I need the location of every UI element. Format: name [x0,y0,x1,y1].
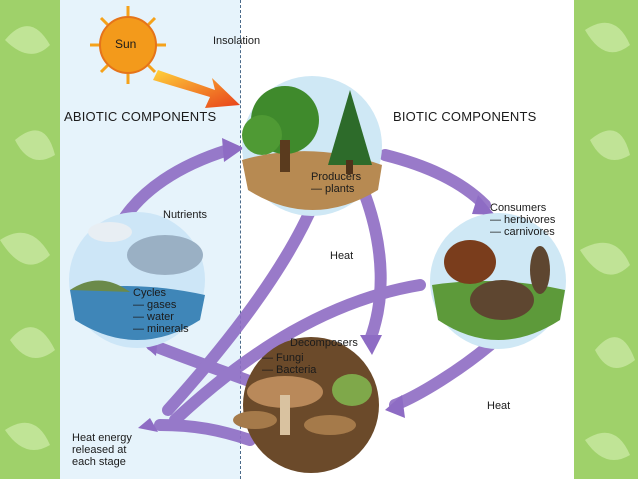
producers-title: Producers [311,171,361,183]
producers-item: — plants [311,183,354,195]
heat-label: Heat [487,400,510,412]
cycles-item: — minerals [133,323,189,335]
insolation-arrow [153,70,240,108]
abiotic-header: ABIOTIC COMPONENTS [64,109,216,124]
decomposers-item: — Fungi [262,352,304,364]
heat-energy-label: released at [72,444,126,456]
heat-energy-label: Heat energy [72,432,132,444]
arrow-producers-consumers [385,155,485,205]
heat-label: Heat [330,250,353,262]
arrow-consumers-decomposers [395,345,490,405]
decomposers-item: — Bacteria [262,364,316,376]
cycles-item: — gases [133,299,176,311]
sun-label: Sun [115,38,136,50]
biotic-header: BIOTIC COMPONENTS [393,109,537,124]
arrow-producers-decomposers [365,195,381,340]
decomposers-title: Decomposers [290,337,358,349]
arrow-heat-decomposers [160,425,250,440]
insolation-label: Insolation [213,35,260,47]
producers-illustration [242,76,382,216]
consumers-item: — carnivores [490,226,555,238]
consumers-item: — herbivores [490,214,555,226]
heat-energy-label: each stage [72,456,126,468]
cycles-title: Cycles [133,287,166,299]
nutrients-label: Nutrients [163,209,207,221]
cycles-item: — water [133,311,174,323]
consumers-title: Consumers [490,202,546,214]
